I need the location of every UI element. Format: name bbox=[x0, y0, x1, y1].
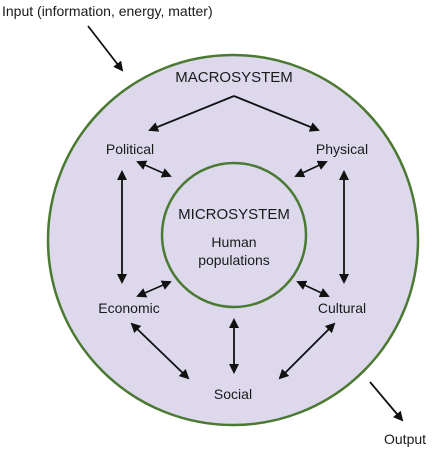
input-label: Input (information, energy, matter) bbox=[2, 3, 213, 19]
physical-micro-arrow bbox=[294, 160, 328, 178]
output-label: Output bbox=[384, 431, 426, 447]
micro-line1: Human bbox=[211, 234, 256, 250]
node-physical: Physical bbox=[316, 141, 368, 157]
micro-line2: populations bbox=[198, 252, 270, 268]
node-political: Political bbox=[106, 141, 154, 157]
cultural-social-arrow bbox=[278, 322, 336, 380]
macrosystem-label: MACROSYSTEM bbox=[175, 69, 293, 86]
microsystem-label: MICROSYSTEM bbox=[178, 206, 290, 223]
node-social: Social bbox=[214, 386, 252, 402]
political-micro-arrow bbox=[136, 160, 172, 178]
cultural-micro-arrow bbox=[296, 280, 330, 298]
node-economic: Economic bbox=[98, 300, 159, 316]
input-arrow bbox=[87, 25, 124, 72]
microsystem-circle bbox=[160, 161, 308, 309]
macro-to-political-arrow bbox=[148, 95, 235, 132]
macro-to-physical-arrow bbox=[233, 95, 320, 132]
node-cultural: Cultural bbox=[318, 300, 366, 316]
economic-social-arrow bbox=[130, 322, 190, 380]
economic-micro-arrow bbox=[136, 280, 172, 298]
output-arrow bbox=[369, 381, 404, 422]
